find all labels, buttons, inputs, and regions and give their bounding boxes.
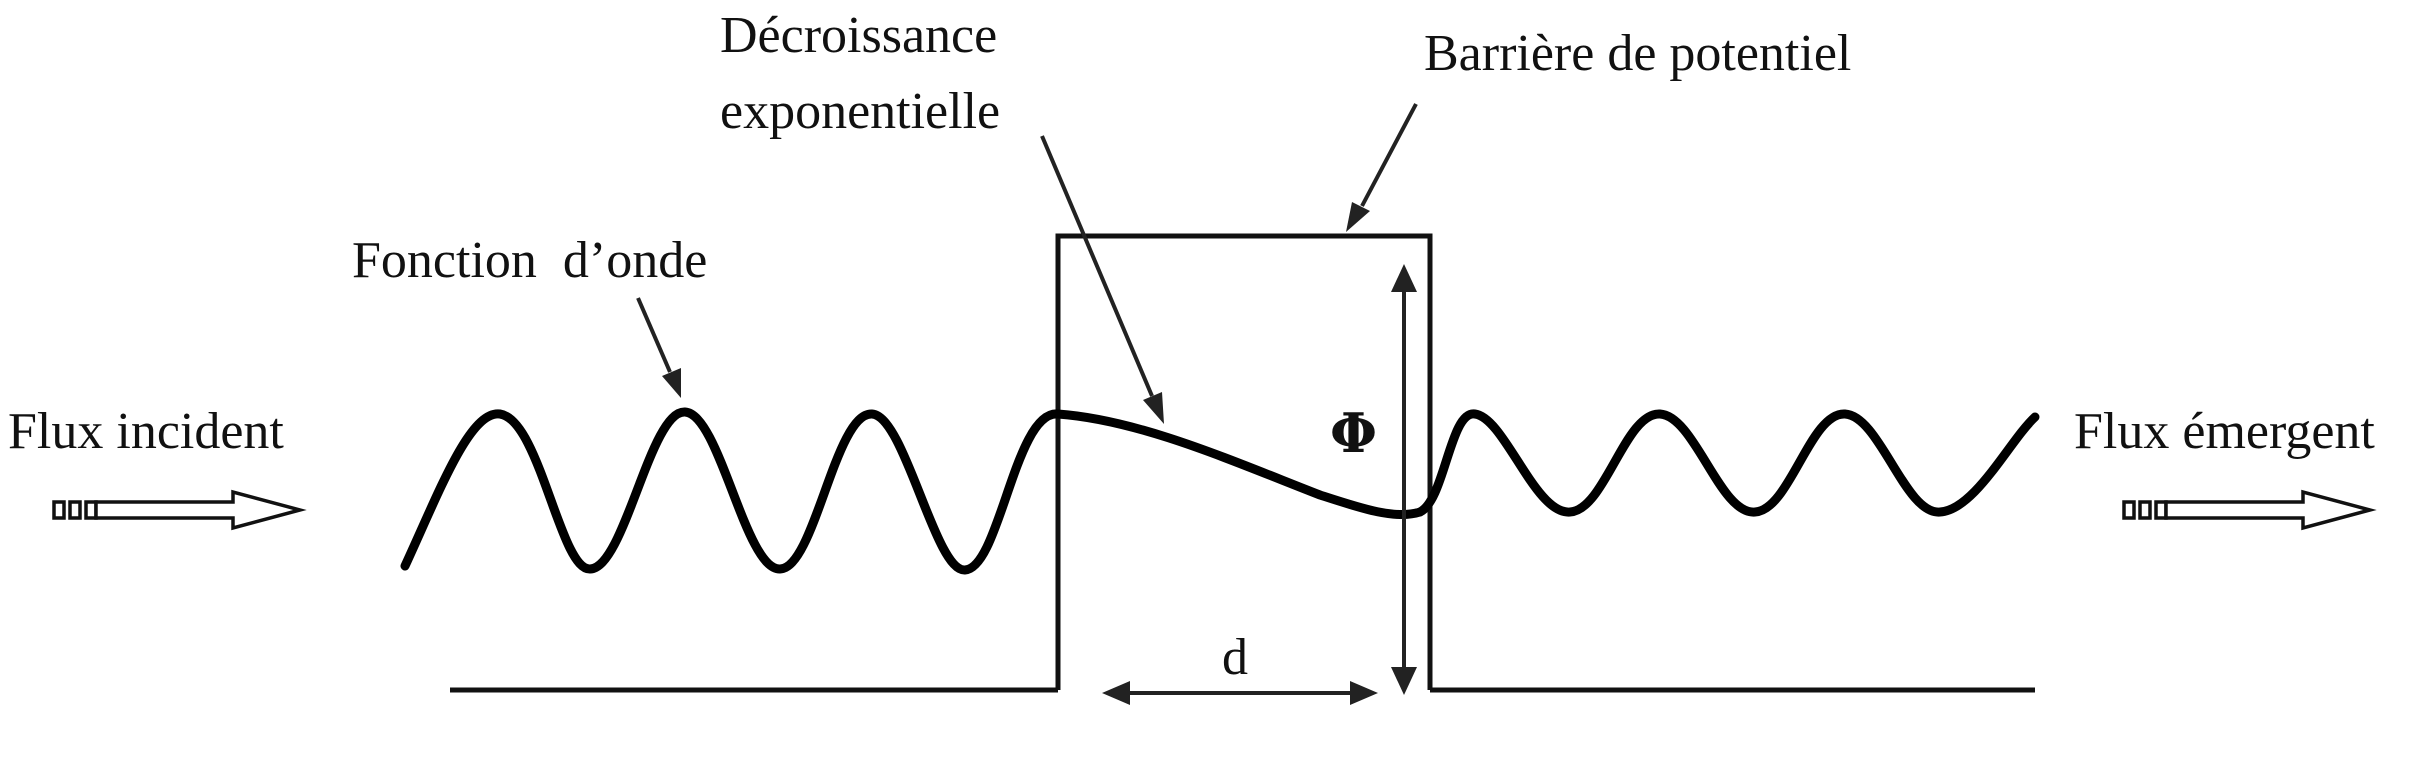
barrier-height-arrow <box>1391 264 1417 695</box>
barrier-height-symbol: Φ <box>1330 401 1377 465</box>
decay-label-line1: Décroissance <box>720 7 997 64</box>
emergent-flux-label: Flux émergent <box>2074 403 2375 460</box>
incident-flux-label: Flux incident <box>8 403 284 460</box>
incident-flux-arrow <box>52 489 307 531</box>
incident-wave <box>400 407 1063 575</box>
emergent-flux-arrow <box>2122 489 2377 531</box>
barrier-label: Barrière de potentiel <box>1424 25 1851 82</box>
potential-barrier <box>1055 233 1433 690</box>
wave-function-label: Fonction d’onde <box>352 232 707 289</box>
decay-pointer <box>1040 135 1164 424</box>
barrier-pointer <box>1346 103 1418 232</box>
barrier-width-arrow <box>1102 681 1378 705</box>
decay-wave <box>1053 409 1425 519</box>
decay-label-line2: exponentielle <box>720 83 1000 140</box>
emergent-wave <box>1415 409 2040 517</box>
barrier-width-symbol: d <box>1222 629 1248 686</box>
wave-function-pointer <box>636 297 681 398</box>
